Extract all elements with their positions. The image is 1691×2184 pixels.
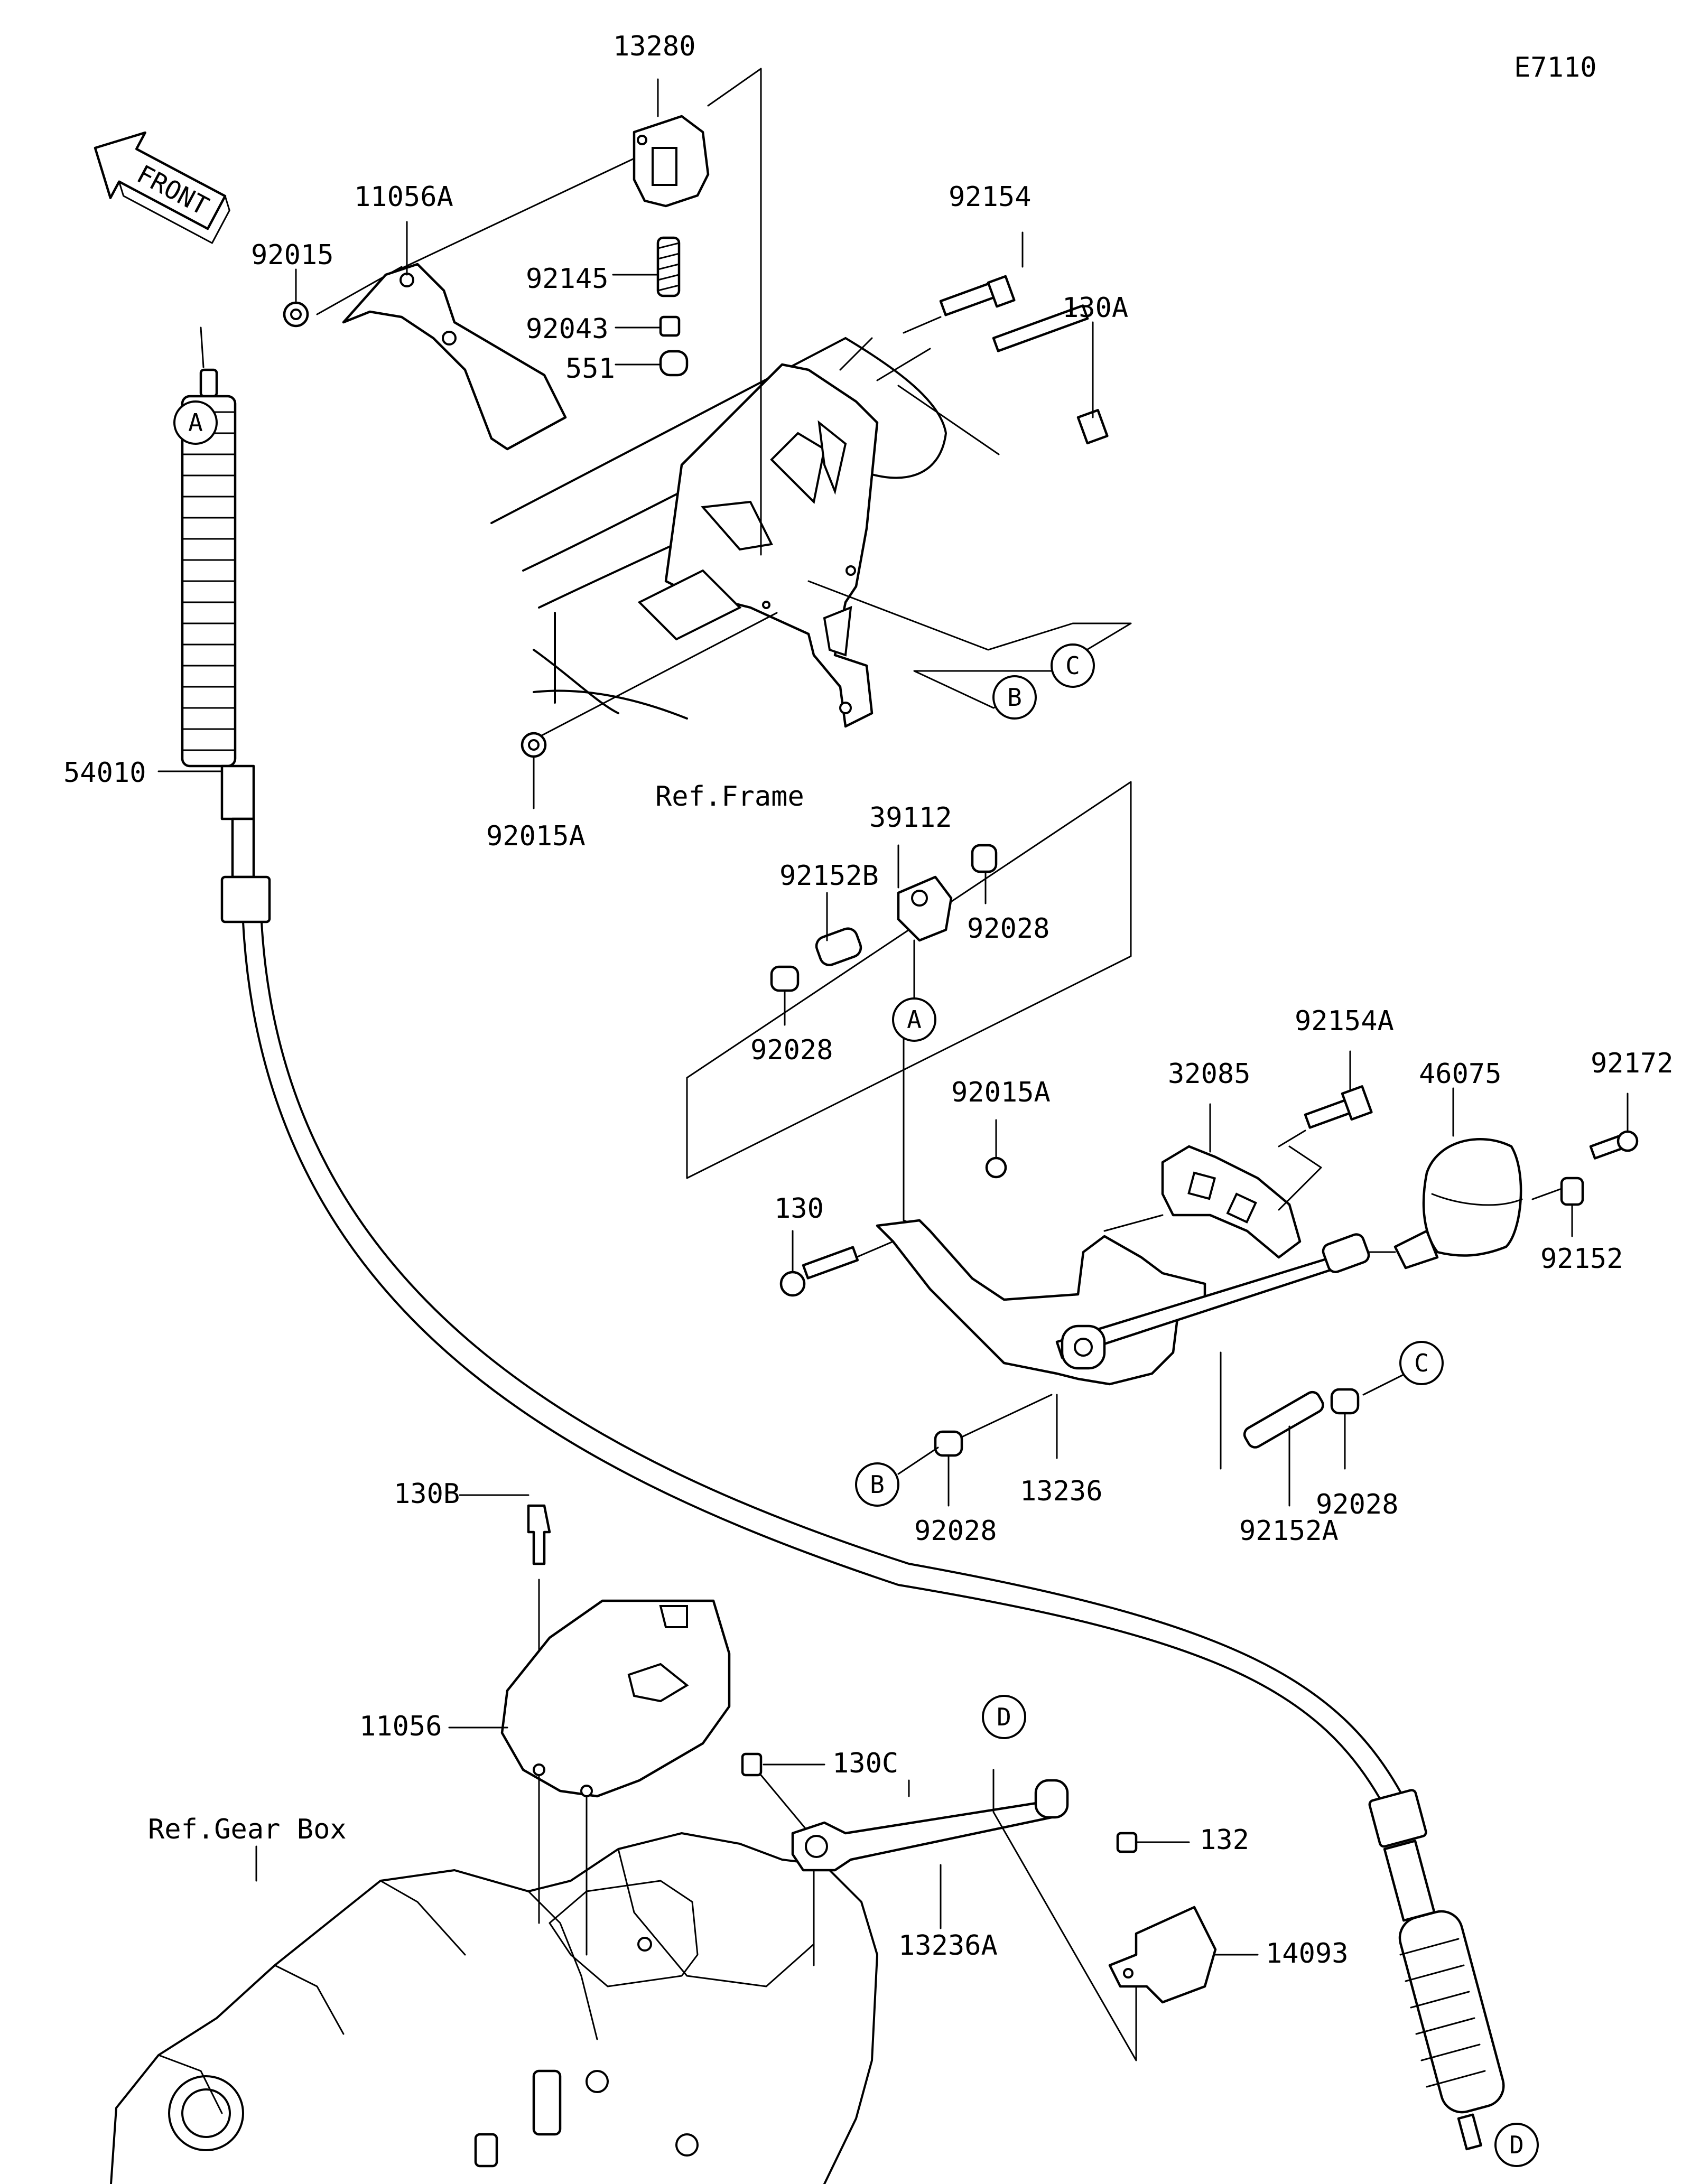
part-label-130C: 130C	[832, 1748, 898, 1779]
part-label-132: 132	[1200, 1824, 1249, 1856]
spring-92145	[612, 236, 681, 297]
callout-c-top-label: C	[1065, 651, 1080, 680]
bolt-132	[1116, 1832, 1190, 1853]
part-label-130: 130	[774, 1193, 824, 1225]
part-label-92028-d: 92028	[914, 1515, 997, 1547]
cover-11056A	[283, 157, 635, 451]
callout-b-top: B	[992, 675, 1037, 720]
callout-a-mid-label: A	[907, 1005, 922, 1034]
part-label-92145: 92145	[526, 263, 609, 295]
part-label-11056: 11056	[359, 1711, 442, 1742]
part-label-130B: 130B	[394, 1478, 460, 1510]
part-label-13236A: 13236A	[898, 1930, 998, 1962]
lever-13236A	[741, 1752, 1137, 2061]
part-label-92152: 92152	[1540, 1243, 1623, 1275]
part-label-54010: 54010	[63, 757, 146, 789]
callout-a-top: A	[173, 400, 218, 445]
part-label-92028-b: 92028	[750, 1034, 833, 1066]
callout-c-mid-label: C	[1414, 1349, 1429, 1377]
part-label-92015A-top: 92015A	[486, 820, 586, 852]
callout-b-mid: B	[855, 1462, 899, 1507]
part-label-13236: 13236	[1020, 1476, 1103, 1507]
part-label-11056A: 11056A	[354, 181, 453, 213]
part-label-92015: 92015	[251, 239, 334, 271]
gearbox-illustration	[110, 1832, 878, 2184]
callout-a-mid: A	[892, 997, 936, 1042]
diagram-code: E7110	[1514, 52, 1597, 83]
callout-d-bottom-label: D	[1509, 2131, 1524, 2159]
callout-d-mid: D	[982, 1695, 1026, 1739]
part-label-32085: 32085	[1168, 1058, 1251, 1090]
part-label-46075: 46075	[1419, 1058, 1502, 1090]
cover-14093	[1108, 1906, 1259, 2004]
callout-b-top-label: B	[1007, 683, 1022, 712]
nut-92015A-top	[521, 612, 778, 809]
front-arrow-icon: FRONT	[94, 131, 230, 244]
bolt-130A	[897, 304, 1109, 455]
bracket-11056	[448, 1494, 731, 1956]
part-label-92028-c: 92028	[1316, 1489, 1399, 1520]
bolt-92154	[903, 231, 1024, 334]
part-label-92172: 92172	[1591, 1048, 1674, 1079]
part-label-551: 551	[565, 353, 615, 385]
part-label-92152B: 92152B	[779, 860, 879, 892]
housing-13280	[633, 68, 762, 556]
frame-bracket-illustration	[490, 337, 1132, 728]
part-label-92015A-mid: 92015A	[951, 1077, 1051, 1108]
cable-54010	[157, 326, 1512, 2162]
part-label-13280: 13280	[613, 31, 696, 62]
ref-frame-label: Ref.Frame	[655, 781, 804, 813]
part-label-130A: 130A	[1062, 292, 1128, 324]
callout-c-top: C	[1051, 643, 1095, 688]
pin-92043	[615, 315, 681, 337]
part-label-14093: 14093	[1266, 1938, 1349, 1970]
callout-d-mid-label: D	[997, 1703, 1011, 1731]
callout-d-bottom: D	[1494, 2123, 1539, 2167]
callout-a-top-label: A	[188, 408, 203, 437]
ball-551	[615, 350, 689, 377]
part-label-92154: 92154	[949, 181, 1032, 213]
part-label-92043: 92043	[526, 313, 609, 345]
part-label-39112: 39112	[869, 802, 952, 834]
ref-gear-box-label: Ref.Gear Box	[148, 1814, 347, 1845]
shift-lever-assembly	[686, 781, 1639, 1507]
part-label-92152A: 92152A	[1239, 1515, 1339, 1547]
callout-b-mid-label: B	[870, 1470, 885, 1499]
part-label-92154A: 92154A	[1295, 1005, 1394, 1037]
callout-c-mid: C	[1399, 1341, 1444, 1385]
part-label-92028-a: 92028	[967, 913, 1050, 945]
